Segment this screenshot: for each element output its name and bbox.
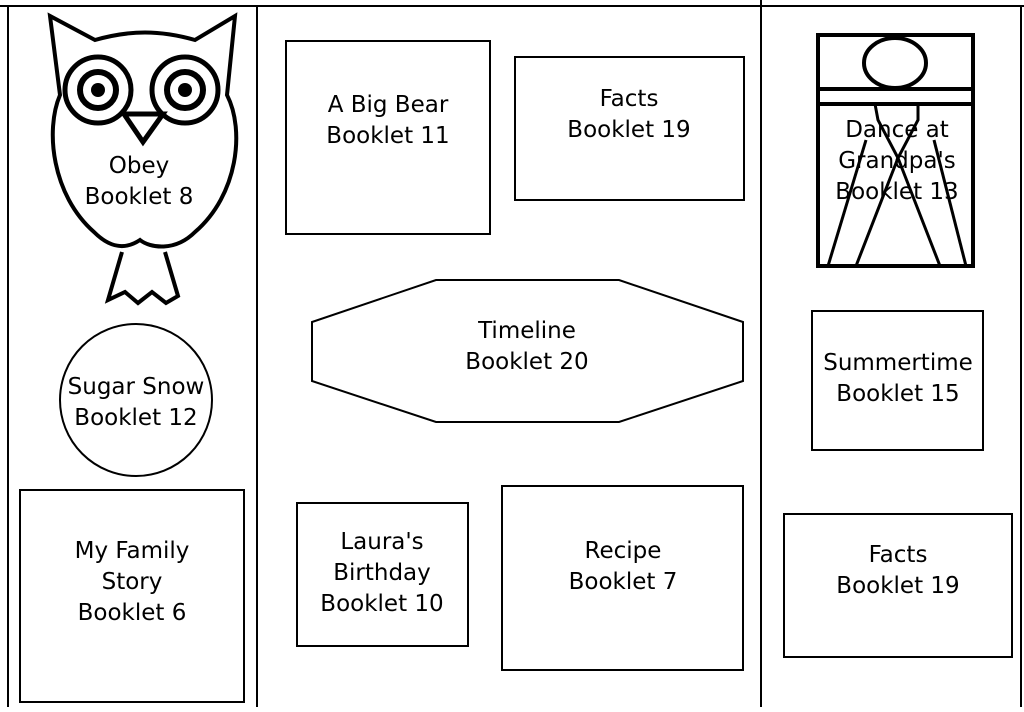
booklet-laura-line3: Booklet 10 — [320, 591, 443, 617]
booklet-facts-top-line1: Facts — [600, 86, 659, 112]
booklet-facts-right-line2: Booklet 19 — [836, 573, 959, 599]
booklet-big-bear-line1: A Big Bear — [328, 92, 449, 118]
booklet-recipe-line1: Recipe — [585, 538, 662, 564]
booklet-recipe-line2: Booklet 7 — [569, 569, 678, 595]
booklet-obey-line1: Obey — [109, 153, 169, 179]
booklet-dance-line3: Booklet 13 — [835, 179, 958, 205]
booklet-obey-line2: Booklet 8 — [85, 184, 194, 210]
booklet-big-bear-line2: Booklet 11 — [326, 123, 449, 149]
owl-icon — [47, 12, 239, 306]
booklet-laura-line2: Birthday — [333, 560, 431, 586]
booklet-laura-line1: Laura's — [340, 529, 423, 555]
booklet-facts-top-line2: Booklet 19 — [567, 117, 690, 143]
booklet-summertime-line1: Summertime — [823, 350, 973, 376]
booklet-family-line2: Story — [102, 569, 163, 595]
booklet-dance-line1: Dance at — [845, 117, 949, 143]
booklet-facts-right-line1: Facts — [869, 542, 928, 568]
booklet-sugar-snow-line1: Sugar Snow — [68, 374, 205, 400]
booklet-family-line1: My Family — [75, 538, 190, 564]
booklet-timeline-line1: Timeline — [477, 318, 576, 344]
booklet-summertime-line2: Booklet 15 — [836, 381, 959, 407]
booklet-dance-line2: Grandpa's — [838, 148, 956, 174]
booklet-sugar-snow-line2: Booklet 12 — [74, 405, 197, 431]
dancer-figure-icon — [816, 33, 975, 268]
booklet-family-line3: Booklet 6 — [78, 600, 187, 626]
booklet-timeline-line2: Booklet 20 — [465, 349, 588, 375]
